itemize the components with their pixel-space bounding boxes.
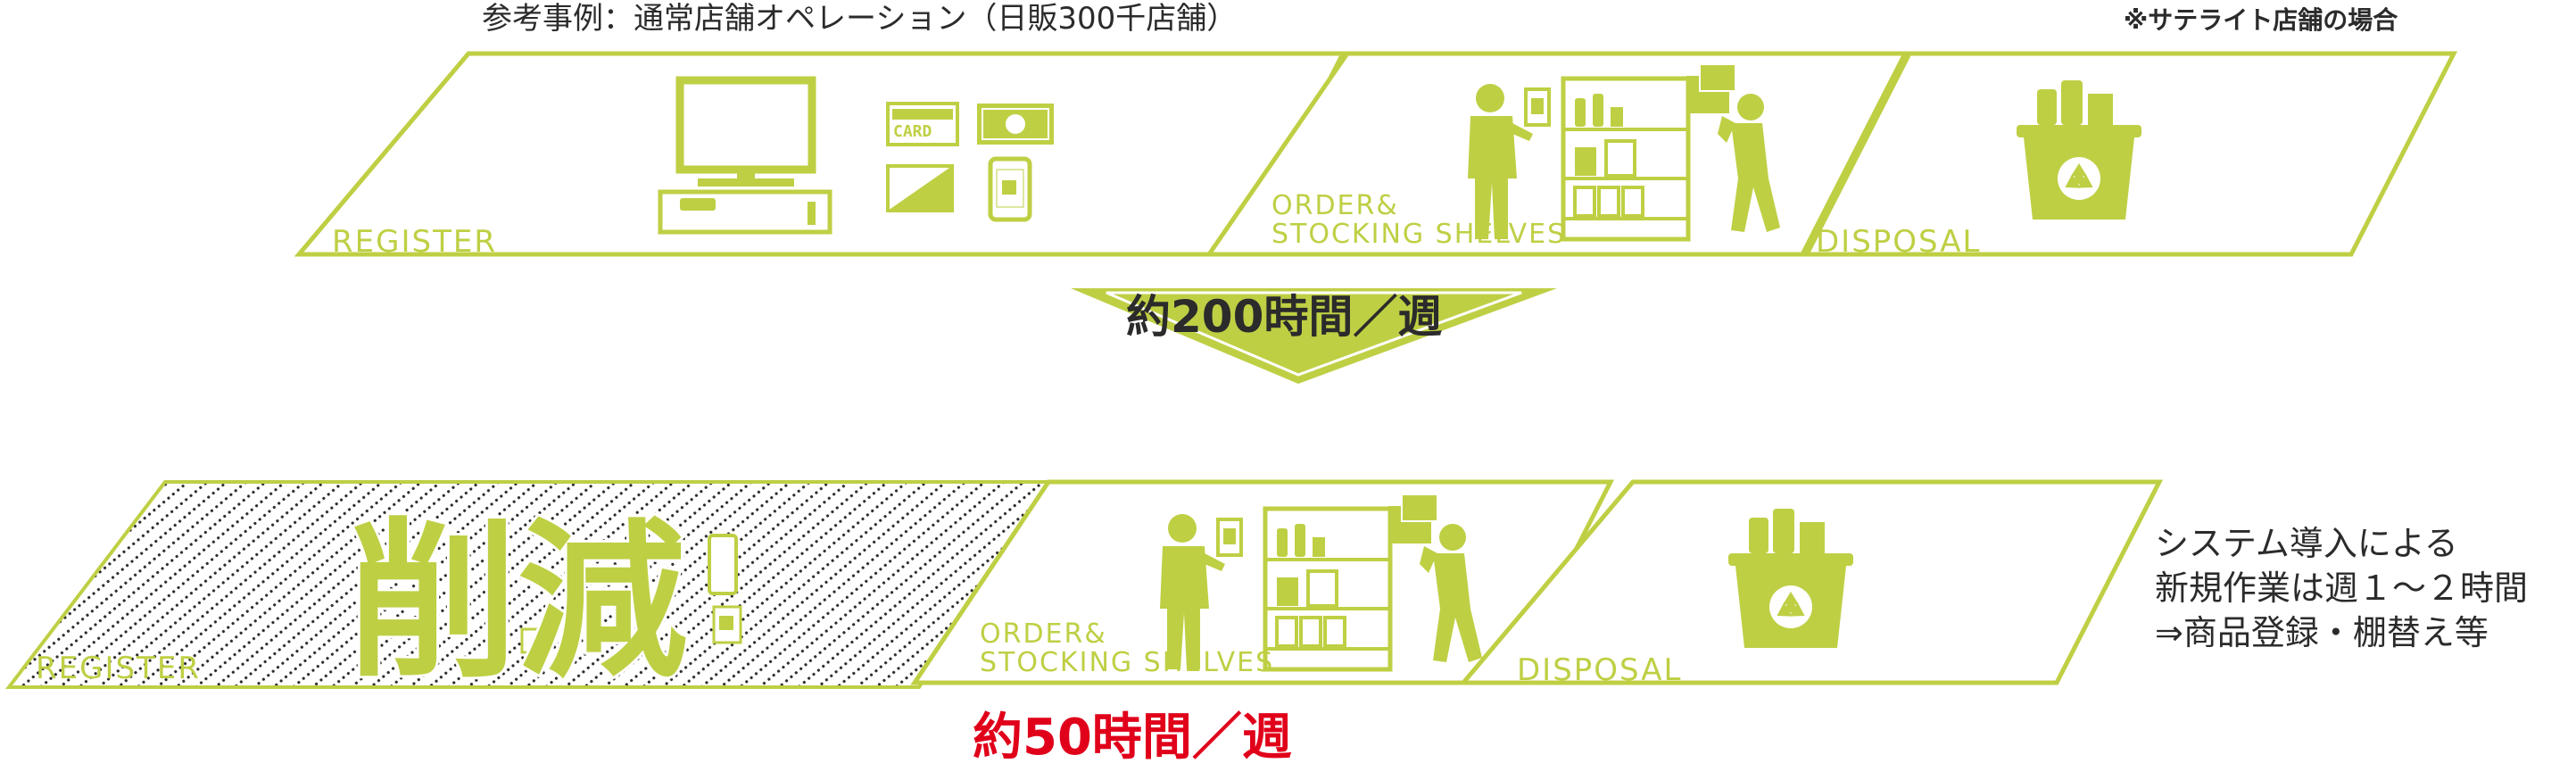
before-hours: 約200時間／週: [1126, 291, 1442, 343]
after-order-stocking-panel: ORDER& STOCKING SHELVES: [910, 479, 1615, 685]
before-disposal-panel: DISPOSAL: [1802, 51, 2458, 260]
worker-carrying-boxes-icon: [1686, 63, 1780, 232]
before-order-label-line1: ORDER&: [1271, 190, 1399, 221]
banknote-icon: [977, 104, 1054, 145]
after-register-panel: REGISTER 削減: [4, 480, 1056, 703]
before-order-stocking-panel: ORDER& STOCKING SHELVES: [1205, 51, 1909, 257]
smartphone-icon: [988, 156, 1032, 222]
page-title: 参考事例：通常店舗オペレーション（日販300千店舗）: [482, 1, 1237, 37]
before-disposal-label: DISPOSAL: [1816, 224, 1981, 260]
after-order-label-line1: ORDER&: [980, 618, 1107, 650]
monitor-icon: [658, 76, 832, 235]
clerk-icon-after: [1160, 514, 1243, 669]
clerk-icon: [1468, 84, 1551, 239]
after-order-label-line2: STOCKING SHELVES: [980, 647, 1274, 678]
side-note: システム導入による 新規作業は週１～２時間 ⇒商品登録・棚替え等: [2155, 524, 2528, 652]
after-register-label: REGISTER: [36, 651, 201, 686]
before-register-panel: REGISTER CARD: [294, 51, 1347, 260]
card-text: CARD: [893, 122, 932, 141]
side-note-line-3: ⇒商品登録・棚替え等: [2155, 613, 2489, 652]
recycle-bin-icon-after: [1728, 509, 1853, 648]
store-shelf-icon: [1561, 76, 1691, 242]
satellite-note: ※サテライト店舗の場合: [2124, 5, 2398, 35]
after-disposal-panel: DISPOSAL: [1458, 479, 2164, 688]
store-shelf-icon-after: [1263, 506, 1393, 672]
credit-card-icon: CARD: [886, 102, 959, 146]
after-disposal-label: DISPOSAL: [1517, 652, 1682, 688]
worker-carrying-boxes-icon-after: [1388, 494, 1482, 662]
reduction-arrow: 約200時間／週: [1071, 288, 1557, 384]
recycle-bin-icon: [2017, 80, 2141, 220]
after-hours: 約50時間／週: [973, 709, 1292, 767]
before-register-label: REGISTER: [332, 224, 497, 260]
before-order-label-line2: STOCKING SHELVES: [1271, 219, 1566, 250]
reduction-label: 削減: [348, 503, 687, 701]
side-note-line-1: システム導入による: [2155, 524, 2458, 563]
emoney-card-icon: [886, 164, 954, 212]
side-note-line-2: 新規作業は週１～２時間: [2155, 568, 2528, 608]
